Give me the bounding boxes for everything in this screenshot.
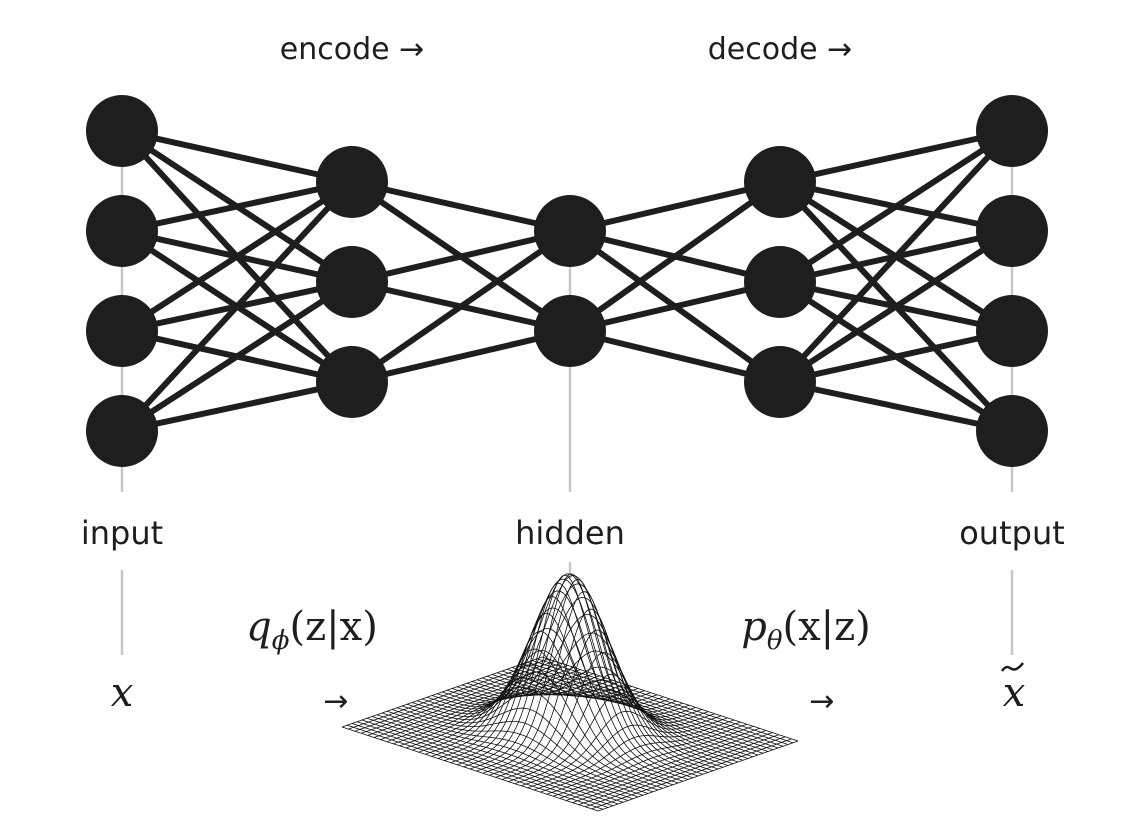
tilde-mark [1000,662,1025,672]
edge-decoder-2-to-output-2 [779,328,1013,385]
node-encoder-0 [316,146,388,218]
edge-encoder-2-to-hidden-0 [350,228,572,385]
encoder-distribution: qϕ(z|x) [246,604,378,656]
surface-line-u-31 [540,721,741,793]
surface-line-u-28 [521,710,722,787]
surface-line-v-21 [436,578,694,779]
node-decoder-1 [744,246,816,318]
network-edges [119,128,1015,434]
edge-input-3-to-encoder-0 [119,179,355,434]
surface-line-u-24 [495,629,696,778]
surface-line-u-25 [501,651,703,780]
surface-line-v-24 [421,627,679,784]
edge-hidden-1-to-decoder-0 [568,179,782,334]
surface-line-v-32 [381,712,639,798]
encoder-arrow: → [323,684,348,719]
surface-line-u-40 [597,740,799,812]
surface-line-v-22 [431,590,689,780]
surface-line-v-39 [346,724,604,810]
output-variable-x: x [1003,670,1026,716]
surface-line-v-26 [411,671,669,787]
surface-line-v-25 [416,649,674,786]
output-variable-x-tilde: x [1000,662,1026,716]
surface-line-v-30 [391,709,649,794]
surface-line-u-22 [482,591,683,774]
node-decoder-0 [744,146,816,218]
surface-line-v-29 [396,707,654,793]
surface-line-u-26 [508,673,709,782]
decoder-theta: θ [767,626,783,656]
edge-input-3-to-encoder-2 [121,379,353,434]
edge-decoder-2-to-output-3 [779,379,1013,434]
surface-line-v-28 [401,705,659,791]
gaussian-surface [341,573,799,812]
node-hidden-0 [534,195,606,267]
surface-line-u-33 [553,725,754,797]
surface-line-u-34 [559,728,760,799]
surface-line-u-29 [527,717,728,789]
surface-line-v-35 [366,717,624,803]
encoder-args: (z|x) [290,604,378,650]
edge-input-3-to-encoder-1 [120,279,354,434]
surface-line-u-32 [546,723,747,795]
surface-line-v-31 [386,710,644,796]
surface-line-v-37 [356,721,614,807]
surface-line-u-39 [591,738,792,810]
input-label: input [81,514,163,552]
surface-line-u-37 [578,734,779,806]
node-output-3 [976,395,1048,467]
surface-line-u-27 [514,693,715,785]
node-input-1 [86,195,158,267]
node-output-0 [976,95,1048,167]
encoder-q: q [246,604,272,650]
surface-line-v-27 [406,691,664,789]
encoder-phi: ϕ [272,626,290,656]
network-nodes [86,95,1048,467]
edge-decoder-1-to-output-0 [778,128,1014,285]
decode-label: decode → [708,32,853,67]
node-output-2 [976,295,1048,367]
edge-input-0-to-encoder-0 [121,128,353,185]
hidden-label: hidden [515,514,625,552]
surface-line-u-30 [533,719,735,791]
node-input-0 [86,95,158,167]
node-output-1 [976,195,1048,267]
surface-line-v-38 [351,723,609,808]
node-hidden-1 [534,295,606,367]
edge-encoder-0-to-hidden-0 [351,179,571,234]
node-encoder-2 [316,346,388,418]
edge-encoder-1-to-hidden-0 [351,228,571,285]
edge-decoder-2-to-output-1 [778,228,1014,385]
surface-line-v-20 [441,573,699,777]
surface-line-v-23 [426,607,684,782]
surface-line-v-40 [341,726,599,812]
node-input-3 [86,395,158,467]
surface-line-u-36 [572,732,773,803]
decoder-args: (x|z) [782,604,870,650]
edge-hidden-1-to-decoder-2 [569,328,781,385]
node-input-2 [86,295,158,367]
edge-input-1-to-encoder-0 [121,179,353,234]
input-variable-x: x [111,670,134,716]
decoder-distribution: pθ(x|z) [741,604,871,656]
surface-line-v-33 [376,714,634,800]
surface-line-u-23 [489,608,690,776]
edge-input-2-to-encoder-0 [120,179,354,334]
surface-line-u-35 [565,730,767,801]
decoder-p: p [741,604,767,650]
edge-decoder-0-to-output-0 [779,128,1013,185]
surface-line-v-36 [361,719,619,805]
node-decoder-2 [744,346,816,418]
decoder-arrow: → [809,684,834,719]
edge-decoder-2-to-output-0 [777,128,1015,385]
encode-label: encode → [280,32,425,67]
surface-line-u-38 [585,736,786,808]
edge-encoder-2-to-hidden-1 [351,328,571,385]
surface-line-v-34 [371,716,629,801]
node-encoder-1 [316,246,388,318]
output-label: output [959,514,1065,552]
